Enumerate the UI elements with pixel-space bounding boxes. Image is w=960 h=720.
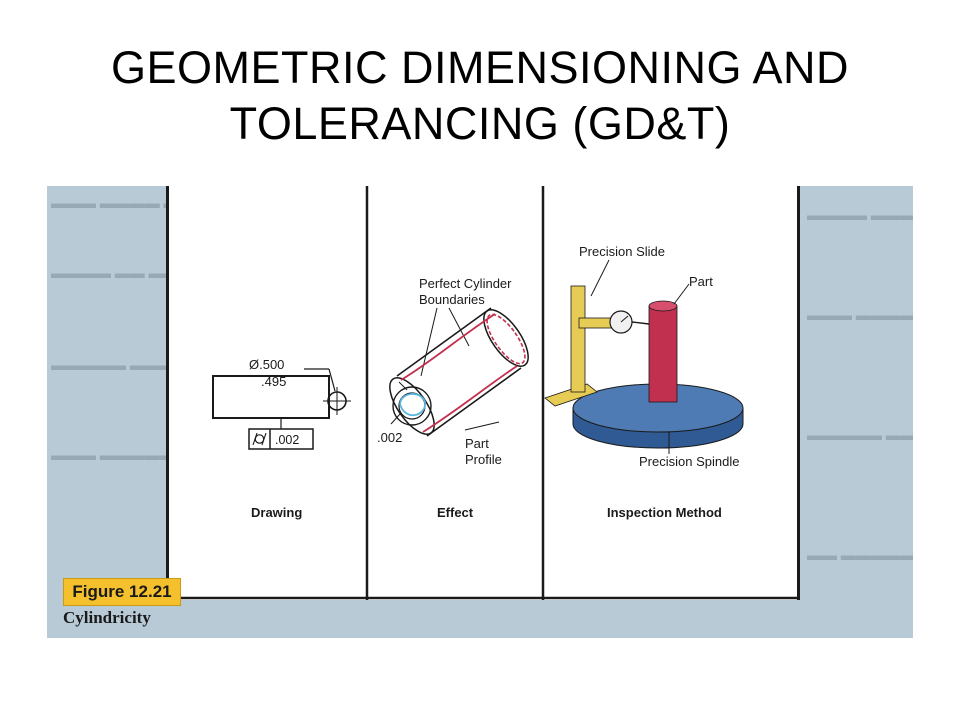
effect-tolerance-value: .002: [377, 430, 402, 445]
effect-panel: Perfect Cylinder Boundaries: [377, 276, 529, 520]
panel-label-drawing: Drawing: [251, 505, 302, 520]
inspection-panel: Precision Slide Part Precision Spindle I…: [544, 244, 744, 520]
part-cylinder-icon: [648, 300, 678, 403]
slide-title: GEOMETRIC DIMENSIONING AND TOLERANCING (…: [40, 40, 920, 152]
textbook-figure-scan: ▬▬▬ ▬▬▬▬ ▬▬ ▬▬▬▬▬ ▬ ▬▬▬▬ ▬▬ ▬▬▬▬▬ ▬▬▬▬▬ …: [47, 186, 913, 638]
part-label: Part: [689, 274, 713, 289]
dim-upper: Ø.500: [249, 357, 284, 372]
spindle-label: Precision Spindle: [639, 454, 739, 469]
figure-number-badge: Figure 12.21: [63, 578, 181, 606]
figure-caption: Cylindricity: [63, 608, 151, 627]
fcf-value: .002: [275, 433, 299, 447]
panel-label-effect: Effect: [437, 505, 474, 520]
slide-title-line-2: TOLERANCING (GD&T): [229, 98, 731, 149]
perfect-cylinder-boundaries: [389, 307, 529, 437]
slide-title-line-1: GEOMETRIC DIMENSIONING AND: [110, 42, 850, 93]
boundaries-label-2: Boundaries: [419, 292, 485, 307]
profile-label-2: Profile: [465, 452, 502, 467]
profile-label-1: Part: [465, 436, 489, 451]
feature-control-frame: .002: [248, 418, 314, 450]
drawing-panel: Ø.500 .495: [212, 357, 351, 520]
slide-label: Precision Slide: [579, 244, 665, 259]
end-view-circle: [323, 387, 351, 415]
dim-lower: .495: [261, 374, 286, 389]
panel-label-inspection: Inspection Method: [607, 505, 722, 520]
diagram-panel: Ø.500 .495: [166, 186, 800, 600]
precision-slide-icon: [544, 285, 650, 407]
cylindricity-symbol-icon: [252, 432, 267, 446]
cylindricity-diagram: Ø.500 .495: [169, 186, 797, 600]
precision-spindle-icon: [572, 383, 744, 449]
boundaries-label-1: Perfect Cylinder: [419, 276, 512, 291]
